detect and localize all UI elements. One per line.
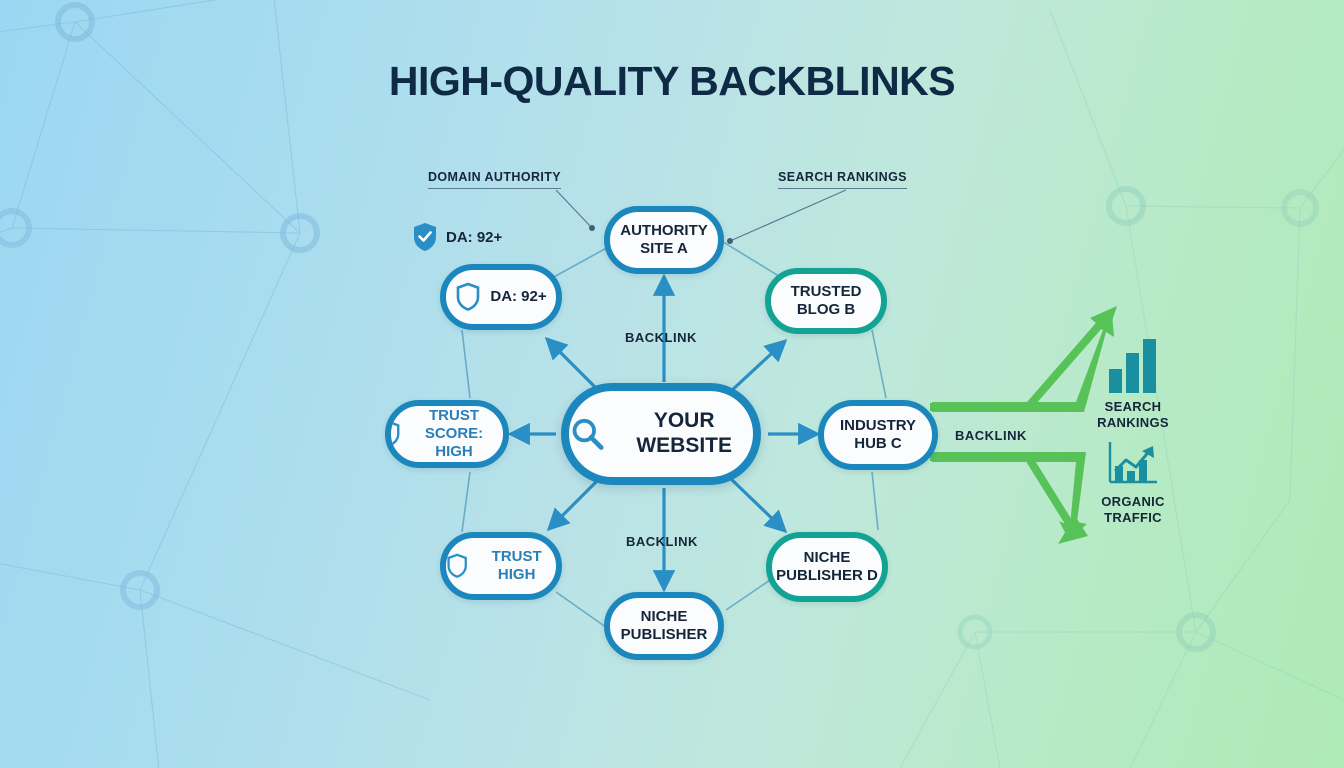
- node-authority-site-a[interactable]: AUTHORITY SITE A: [604, 206, 724, 274]
- growth-chart-icon: [1108, 442, 1157, 484]
- shield-icon: [391, 421, 400, 447]
- node-authority-site-a-label: AUTHORITY SITE A: [620, 222, 708, 257]
- annotation-domain-authority: DOMAIN AUTHORITY: [428, 170, 562, 189]
- da-badge: DA: 92+: [412, 222, 502, 252]
- node-trust-high[interactable]: TRUST HIGH: [440, 532, 562, 600]
- node-da-92-label: DA: 92+: [490, 288, 547, 306]
- result-organic-traffic: ORGANIC TRAFFIC: [1073, 440, 1193, 527]
- edge-label-backlink-bottom: BACKLINK: [626, 534, 698, 549]
- result-search-rankings: SEARCH RANKINGS: [1073, 335, 1193, 432]
- node-trusted-blog-b[interactable]: TRUSTED BLOG B: [765, 268, 887, 334]
- node-trust-score-high-label: TRUST SCORE: HIGH: [424, 407, 484, 460]
- result-search-rankings-caption: SEARCH RANKINGS: [1097, 399, 1169, 431]
- node-niche-publisher-label: NICHE PUBLISHER: [620, 608, 708, 643]
- node-trust-high-label: TRUST HIGH: [491, 548, 542, 583]
- result-organic-traffic-caption: ORGANIC TRAFFIC: [1101, 494, 1165, 526]
- node-your-website[interactable]: YOUR WEBSITE: [561, 383, 761, 485]
- edge-label-backlink-top-text: BACKLINK: [625, 330, 697, 345]
- shield-check-icon: [414, 223, 436, 251]
- edge-label-backlink-bottom-text: BACKLINK: [626, 534, 698, 549]
- node-niche-publisher[interactable]: NICHE PUBLISHER: [604, 592, 724, 660]
- edge-label-backlink-top: BACKLINK: [625, 330, 697, 345]
- shield-icon: [447, 553, 467, 578]
- bar-chart-icon: [1109, 339, 1156, 393]
- node-trust-score-high[interactable]: TRUST SCORE: HIGH: [385, 400, 509, 468]
- annotation-search-rankings: SEARCH RANKINGS: [778, 170, 907, 189]
- node-your-website-label: YOUR WEBSITE: [636, 409, 732, 457]
- annotation-search-rankings-label: SEARCH RANKINGS: [778, 170, 907, 184]
- shield-icon: [457, 282, 480, 311]
- edge-label-backlink-right: BACKLINK: [955, 428, 1027, 443]
- page-title: HIGH-QUALITY BACKBLINKS: [388, 58, 956, 104]
- node-trusted-blog-b-label: TRUSTED BLOG B: [790, 283, 862, 318]
- annotation-domain-authority-label: DOMAIN AUTHORITY: [428, 170, 562, 184]
- node-industry-hub-c[interactable]: INDUSTRY HUB C: [818, 400, 938, 470]
- node-niche-publisher-d-label: NICHE PUBLISHER D: [776, 549, 878, 584]
- edge-label-backlink-right-text: BACKLINK: [955, 428, 1027, 443]
- magnifier-icon: [572, 418, 604, 450]
- node-da-92[interactable]: DA: 92+: [440, 264, 562, 330]
- node-industry-hub-c-label: INDUSTRY HUB C: [839, 417, 917, 452]
- node-niche-publisher-d[interactable]: NICHE PUBLISHER D: [766, 532, 888, 602]
- da-badge-label: DA: 92+: [446, 228, 503, 246]
